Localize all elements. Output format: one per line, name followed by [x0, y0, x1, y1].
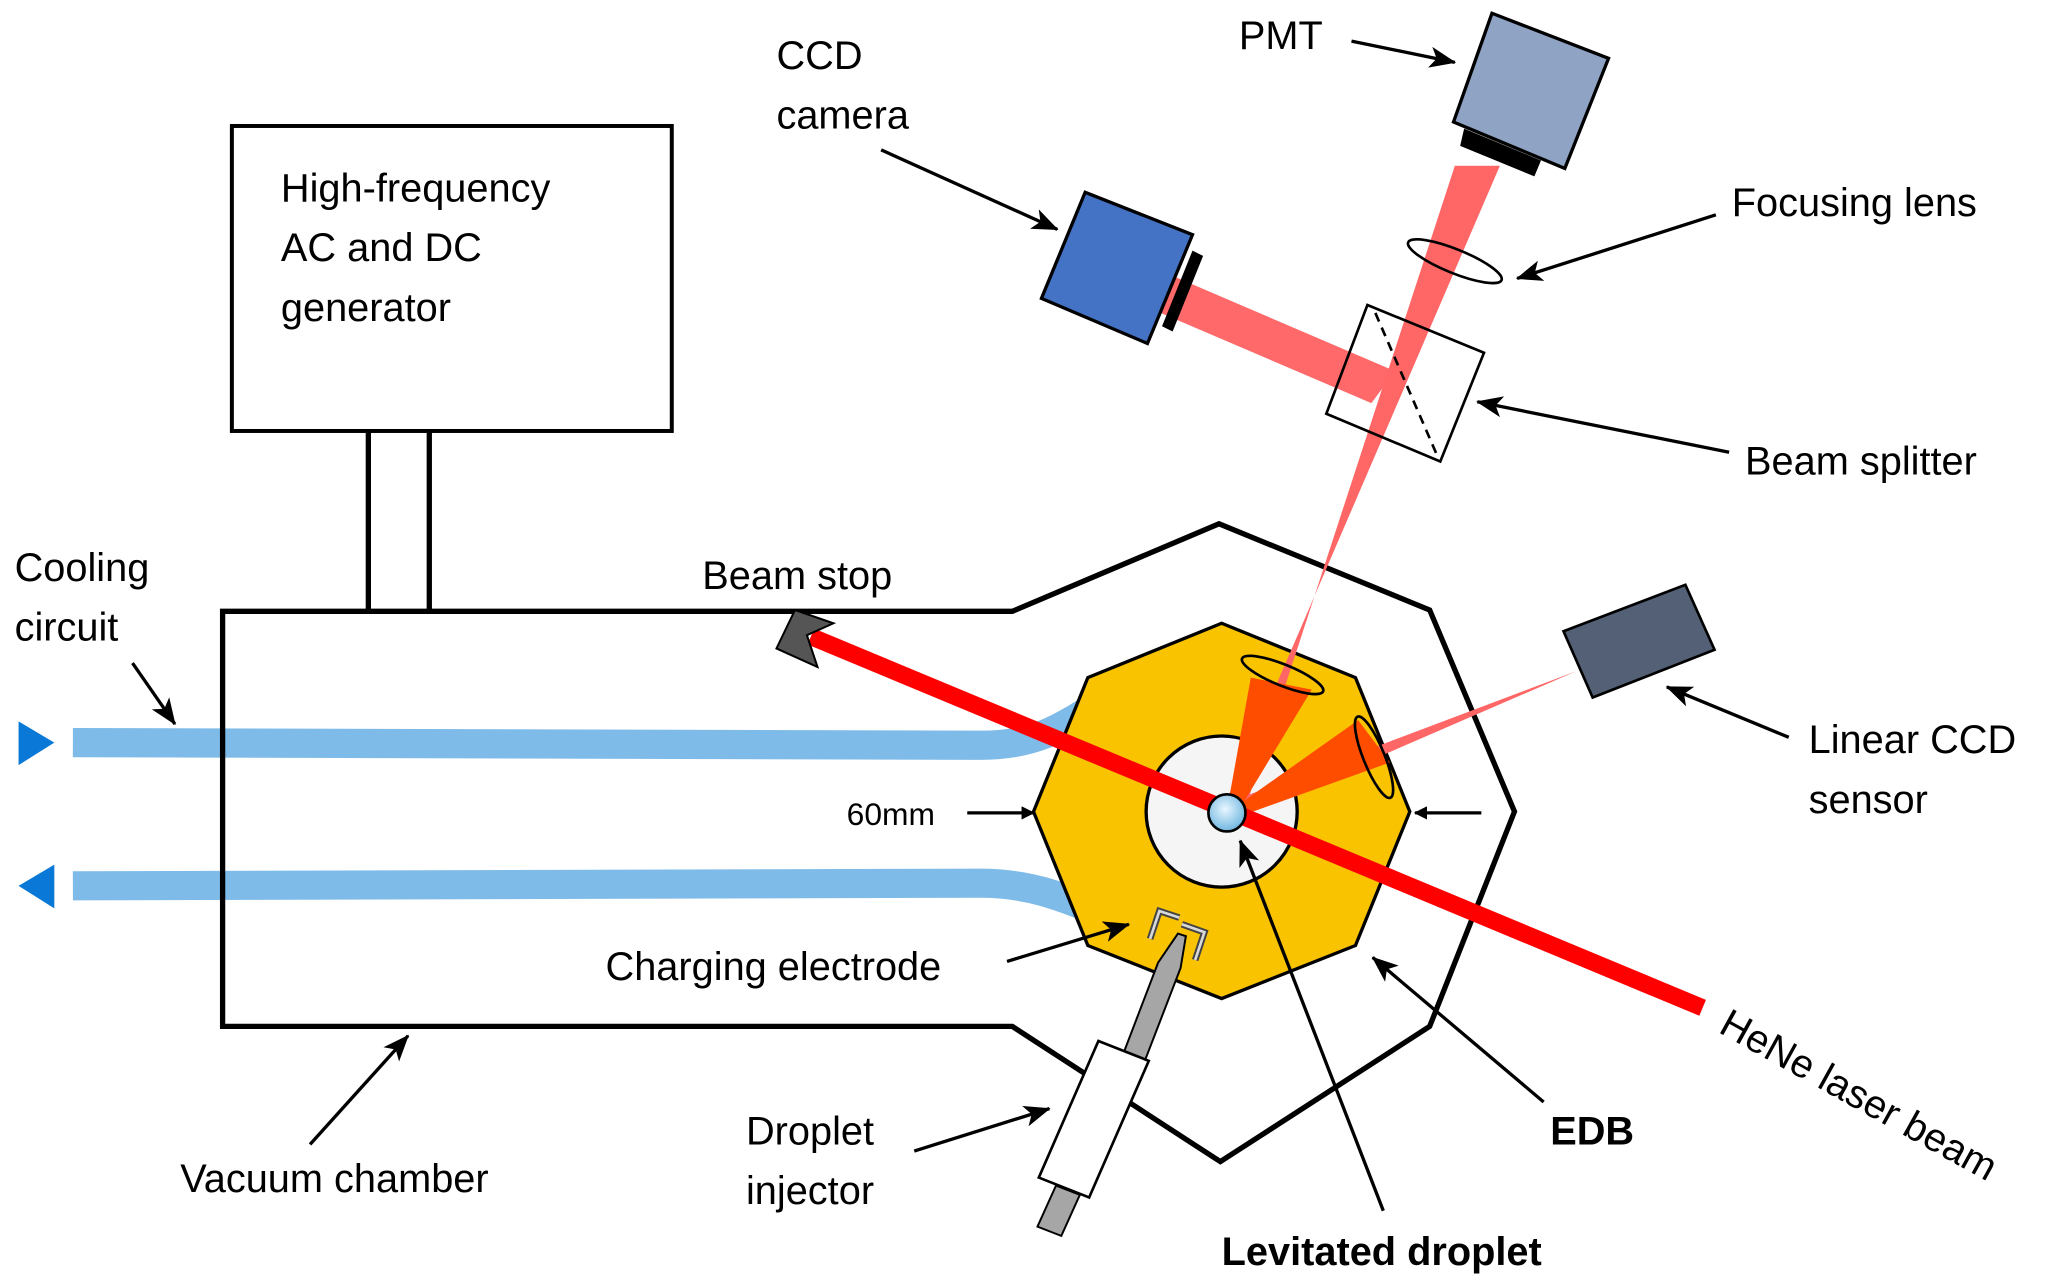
generator-label-line3: generator — [281, 286, 451, 330]
label-hene-laser-beam: HeNe laser beam — [1713, 1001, 2005, 1190]
label-cooling-circuit-line2: circuit — [15, 605, 119, 649]
scatter-overlap-pmt — [1229, 677, 1312, 804]
leader-droplet-injector — [913, 1106, 1051, 1153]
cooling-outlet-arrow-icon — [18, 864, 55, 909]
injector-tail — [1036, 1184, 1082, 1238]
leader-pmt — [1351, 39, 1457, 68]
label-pmt: PMT — [1239, 14, 1323, 58]
ccd-camera — [1039, 190, 1195, 346]
hene-laser-beam — [807, 628, 1706, 1016]
charging-electrode-right-inner — [1181, 923, 1207, 961]
leader-focusing-lens — [1515, 213, 1717, 281]
generator-label-line1: High-frequency — [281, 167, 551, 211]
injector-body — [1037, 1039, 1151, 1200]
scatter-overlap-linear — [1240, 720, 1390, 815]
label-focusing-lens: Focusing lens — [1732, 181, 1977, 225]
label-linear-ccd-line2: sensor — [1809, 778, 1928, 822]
label-charging-electrode: Charging electrode — [606, 945, 942, 989]
generator-box — [229, 123, 674, 433]
label-linear-ccd-line1: Linear CCD — [1809, 718, 2017, 762]
leader-cooling-circuit — [131, 662, 177, 726]
label-beam-splitter: Beam splitter — [1745, 440, 1977, 484]
cooling-pipe-inlet — [72, 690, 1108, 760]
pmt-focusing-lens — [1406, 238, 1504, 285]
beam-splitter — [1324, 303, 1486, 464]
cooling-inlet-arrow-icon — [18, 721, 55, 766]
edb-lens-top — [1240, 654, 1325, 696]
levitated-droplet — [1207, 792, 1247, 833]
scatter-beam-to-pmt — [1221, 165, 1500, 812]
leader-beam-splitter — [1476, 396, 1730, 454]
scatter-beam-to-ccd — [1142, 271, 1396, 404]
label-beam-stop: Beam stop — [702, 554, 892, 598]
label-vacuum-chamber: Vacuum chamber — [180, 1157, 488, 1201]
edb-lens-right — [1353, 715, 1395, 800]
label-ccd-camera-line2: camera — [776, 94, 909, 138]
leader-levitated-droplet — [1238, 839, 1385, 1212]
label-60mm: 60mm — [847, 796, 935, 832]
beam-stop — [775, 608, 837, 669]
linear-ccd-sensor — [1561, 583, 1717, 700]
cooling-pipe-outlet — [72, 868, 1112, 929]
leader-edb — [1371, 956, 1545, 1104]
generator-label-line2: AC and DC — [281, 226, 482, 270]
label-droplet-injector-line1: Droplet — [746, 1109, 874, 1153]
label-cooling-circuit-line1: Cooling — [15, 546, 150, 590]
pmt — [1451, 11, 1611, 171]
pmt-window — [1460, 128, 1541, 177]
leader-linear-ccd — [1665, 685, 1790, 739]
ccd-camera-lens-mount — [1162, 250, 1204, 332]
label-droplet-injector-line2: injector — [746, 1169, 874, 1213]
beam-splitter-diagonal — [1374, 312, 1438, 455]
leader-charging-electrode — [1006, 921, 1131, 963]
label-levitated-droplet: Levitated droplet — [1222, 1230, 1542, 1274]
leader-ccd-camera — [880, 148, 1059, 231]
label-ccd-camera-line1: CCD — [776, 34, 862, 78]
leader-vacuum-chamber — [308, 1034, 410, 1146]
label-edb: EDB — [1550, 1109, 1634, 1153]
charging-electrode-left-inner — [1148, 909, 1180, 940]
